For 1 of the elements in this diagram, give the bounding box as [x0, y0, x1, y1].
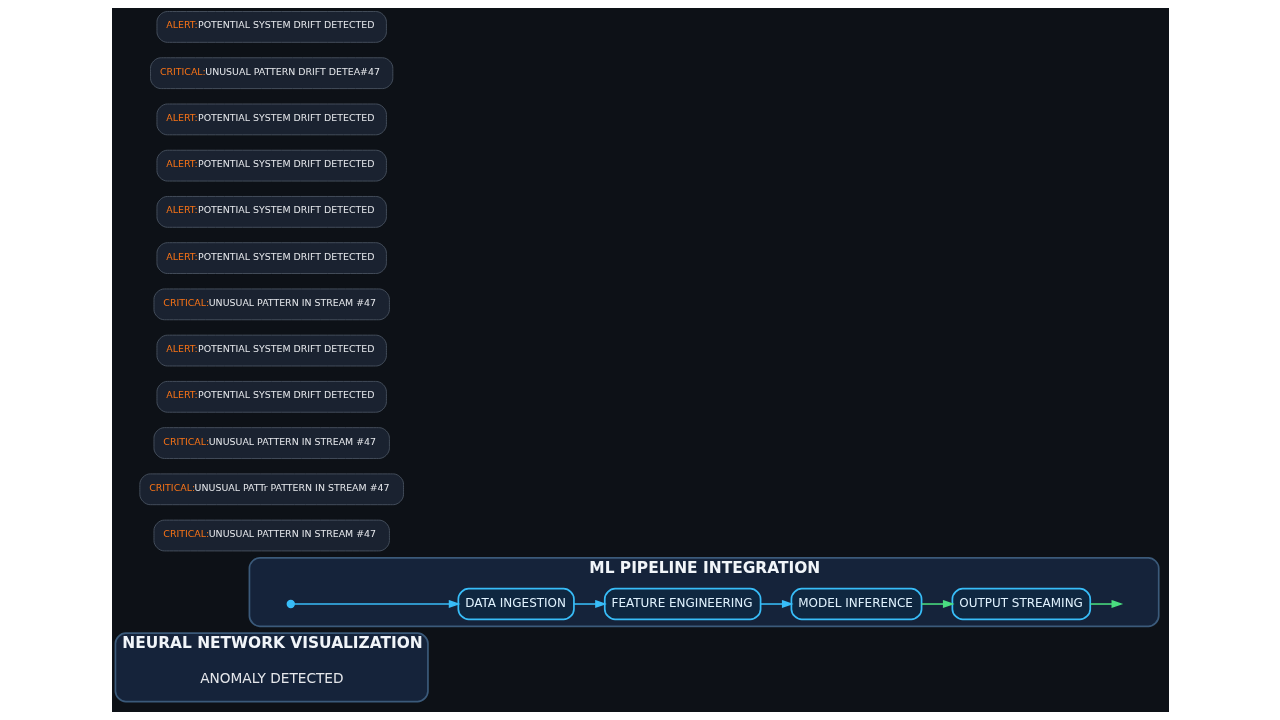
node-text: ANOMALY DETECTED	[199, 669, 344, 686]
